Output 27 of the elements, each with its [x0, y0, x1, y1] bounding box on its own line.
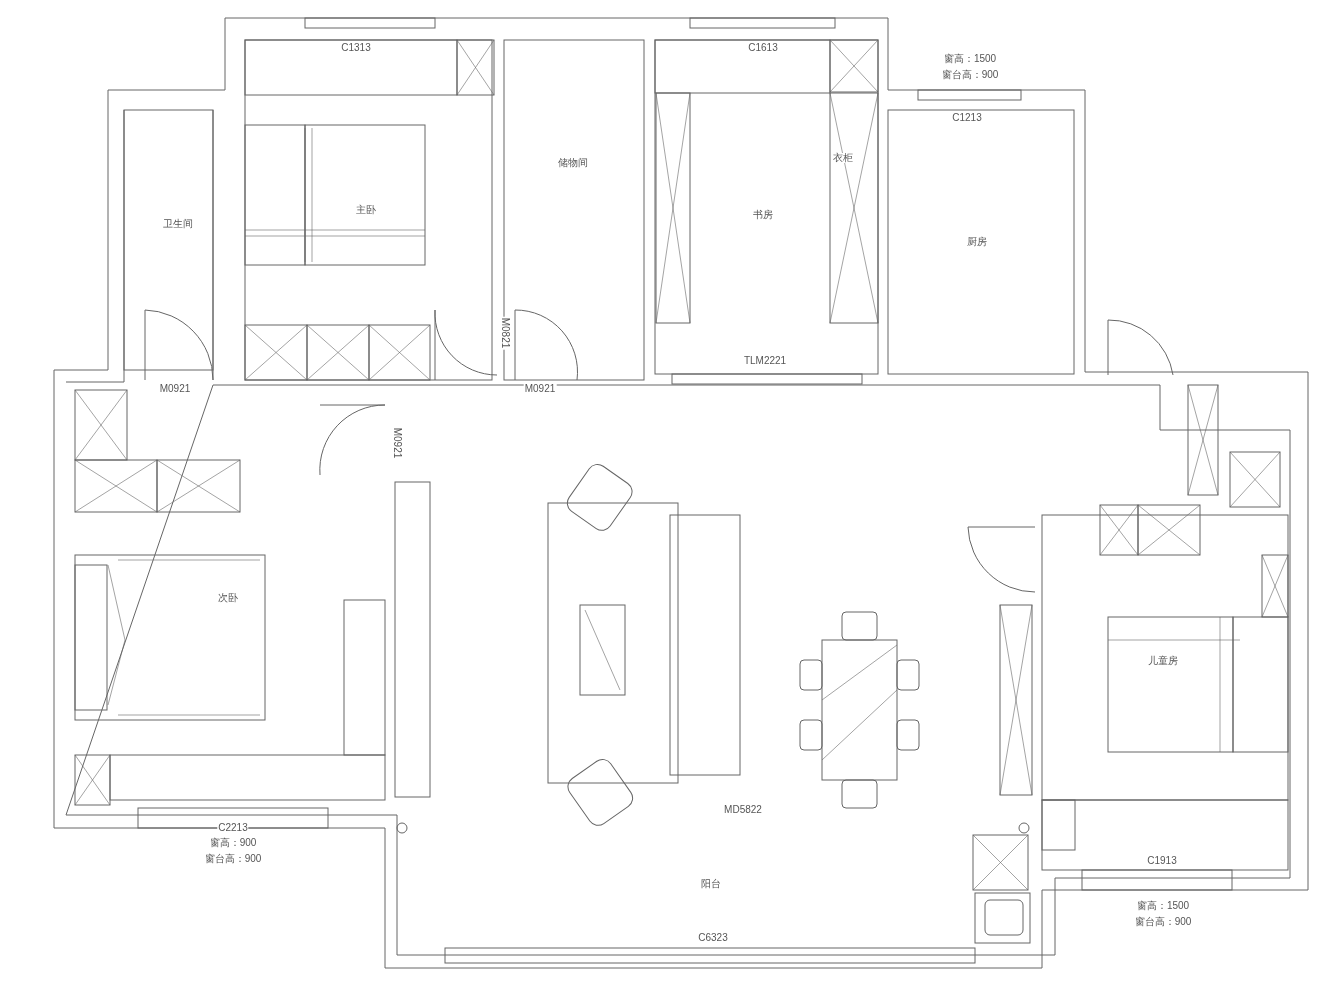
note: 窗台高：900: [940, 70, 1000, 80]
room-label: 阳台: [700, 879, 722, 889]
door-code: MD5822: [723, 805, 763, 815]
room-label: 主卧: [355, 205, 377, 215]
window-code: C1313: [340, 43, 372, 53]
furniture-label: 衣柜: [832, 153, 854, 163]
door-code: M0821: [500, 316, 510, 350]
door-code: M0921: [392, 426, 402, 460]
window-code: C1613: [747, 43, 779, 53]
door-code: M0921: [158, 384, 192, 394]
room-label: 次卧: [217, 593, 239, 603]
room-label: 儿童房: [1147, 656, 1179, 666]
window-code: C6323: [697, 933, 729, 943]
window-code: C1913: [1146, 856, 1178, 866]
window-code: C2213: [217, 823, 249, 833]
note: 窗台高：900: [1133, 917, 1193, 927]
room-label: 卫生间: [162, 219, 194, 229]
note: 窗高：1500: [1135, 901, 1191, 911]
room-label: 书房: [752, 210, 774, 220]
door-code: TLM2221: [742, 356, 788, 366]
note: 窗高：900: [208, 838, 258, 848]
note: 窗台高：900: [203, 854, 263, 864]
note: 窗高：1500: [942, 54, 998, 64]
room-label: 厨房: [966, 237, 988, 247]
door-code: M0921: [523, 384, 557, 394]
window-code: C1213: [951, 113, 983, 123]
room-label: 储物间: [557, 158, 589, 168]
